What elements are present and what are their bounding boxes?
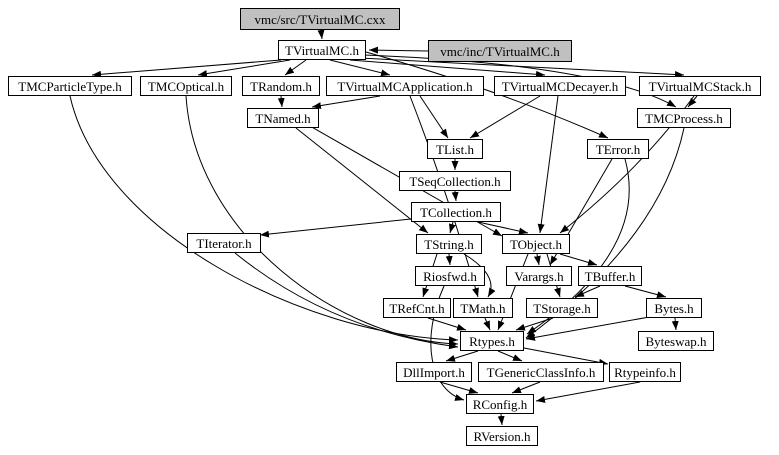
- edge-vmch-to-terror: [365, 51, 609, 139]
- graph-node-rtypeinfo[interactable]: Rtypeinfo.h: [609, 362, 681, 382]
- edge-tmath-to-rtypes: [483, 317, 491, 331]
- edge-collection-to-tstring: [448, 221, 456, 234]
- edge-dllimport-to-rconfig: [439, 381, 479, 394]
- edge-optical-to-rtypes: [185, 95, 459, 348]
- edge-tobject-to-tbuffer: [559, 253, 598, 266]
- edge-bytes-to-byteswap: [671, 317, 679, 331]
- graph-node-stack[interactable]: TVirtualMCStack.h: [639, 76, 761, 96]
- graph-node-seqcol[interactable]: TSeqCollection.h: [399, 171, 511, 191]
- edge-genclass-to-rconfig: [511, 381, 541, 394]
- edge-cxx-to-vmch: [317, 29, 325, 40]
- edge-refcnt-to-rtypes: [427, 317, 467, 331]
- graph-node-cxx[interactable]: vmc/src/TVirtualMC.cxx: [240, 8, 400, 30]
- graph-node-inch[interactable]: vmc/inc/TVirtualMC.h: [428, 40, 572, 62]
- edge-tobject-to-varargs: [533, 253, 541, 266]
- edge-rtypes-to-dllimport: [445, 350, 479, 362]
- graph-node-vmch[interactable]: TVirtualMC.h: [278, 40, 366, 60]
- edge-vmch-to-particletype: [91, 59, 282, 78]
- edge-vmch-to-decayer: [349, 59, 546, 78]
- graph-node-tbuffer[interactable]: TBuffer.h: [578, 266, 642, 286]
- edge-rtypes-to-genclass: [497, 350, 523, 362]
- edge-rtypes-to-rtypeinfo: [523, 347, 609, 366]
- edge-named-to-tstring: [295, 127, 429, 234]
- graph-node-named[interactable]: TNamed.h: [247, 108, 319, 128]
- graph-node-bytes[interactable]: Bytes.h: [646, 298, 702, 318]
- graph-node-mcprocess[interactable]: TMCProcess.h: [637, 108, 731, 128]
- graph-node-app[interactable]: TVirtualMCApplication.h: [326, 76, 484, 96]
- graph-node-tstring[interactable]: TString.h: [416, 234, 482, 254]
- edge-decayer-to-tobject: [537, 95, 559, 234]
- graph-node-dllimport[interactable]: DllImport.h: [396, 362, 472, 382]
- edge-tstring-to-riosfwd: [445, 253, 453, 266]
- graph-node-optical[interactable]: TMCOptical.h: [140, 76, 232, 96]
- edge-vmch-to-random: [284, 59, 307, 76]
- graph-node-storage[interactable]: TStorage.h: [526, 298, 598, 318]
- edge-seqcol-to-collection: [451, 190, 459, 202]
- edge-iterator-to-rtypes: [234, 252, 459, 350]
- edge-rconfig-to-rversion: [497, 413, 505, 426]
- graph-node-byteswap[interactable]: Byteswap.h: [638, 331, 714, 351]
- edge-collection-to-iterator: [259, 218, 412, 238]
- edge-vmch-to-app: [329, 59, 391, 77]
- graph-node-riosfwd[interactable]: Riosfwd.h: [415, 266, 485, 286]
- edge-vmch-to-optical: [197, 59, 291, 78]
- graph-node-tmath[interactable]: TMath.h: [453, 298, 513, 318]
- graph-node-terror[interactable]: TError.h: [587, 139, 649, 159]
- edge-inch-to-vmch: [368, 46, 429, 54]
- graph-node-refcnt[interactable]: TRefCnt.h: [383, 298, 451, 318]
- edge-tstring-to-tmath: [463, 253, 496, 298]
- graph-node-rconfig[interactable]: RConfig.h: [466, 394, 534, 414]
- edge-rtypeinfo-to-rconfig: [535, 381, 641, 403]
- edge-vmch-to-mcprocess: [363, 54, 677, 108]
- graph-node-rtypes[interactable]: Rtypes.h: [460, 331, 524, 351]
- edge-bytes-to-rtypes: [525, 315, 656, 341]
- graph-node-decayer[interactable]: TVirtualMCDecayer.h: [494, 76, 626, 96]
- edge-app-to-tlist: [419, 95, 449, 139]
- graph-node-random[interactable]: TRandom.h: [242, 76, 320, 96]
- graph-node-particletype[interactable]: TMCParticleType.h: [8, 76, 132, 96]
- edge-collection-to-tobject: [477, 221, 529, 235]
- graph-node-varargs[interactable]: Varargs.h: [506, 266, 572, 286]
- edge-storage-to-rtypes: [515, 317, 554, 331]
- edge-tbuffer-to-bytes: [624, 285, 667, 299]
- graph-node-tlist[interactable]: TList.h: [427, 139, 483, 159]
- edge-app-to-named: [311, 95, 381, 110]
- graph-node-genclass[interactable]: TGenericClassInfo.h: [478, 362, 604, 382]
- edge-stack-to-mcprocess: [687, 95, 698, 108]
- edge-random-to-named: [277, 95, 285, 108]
- edge-tbuffer-to-storage: [574, 285, 601, 298]
- graph-node-rversion[interactable]: RVersion.h: [466, 426, 538, 446]
- graph-node-iterator[interactable]: TIterator.h: [187, 233, 261, 253]
- graph-node-tobject[interactable]: TObject.h: [502, 234, 570, 254]
- edge-decayer-to-tlist: [469, 95, 541, 139]
- graph-node-collection[interactable]: TCollection.h: [411, 202, 501, 222]
